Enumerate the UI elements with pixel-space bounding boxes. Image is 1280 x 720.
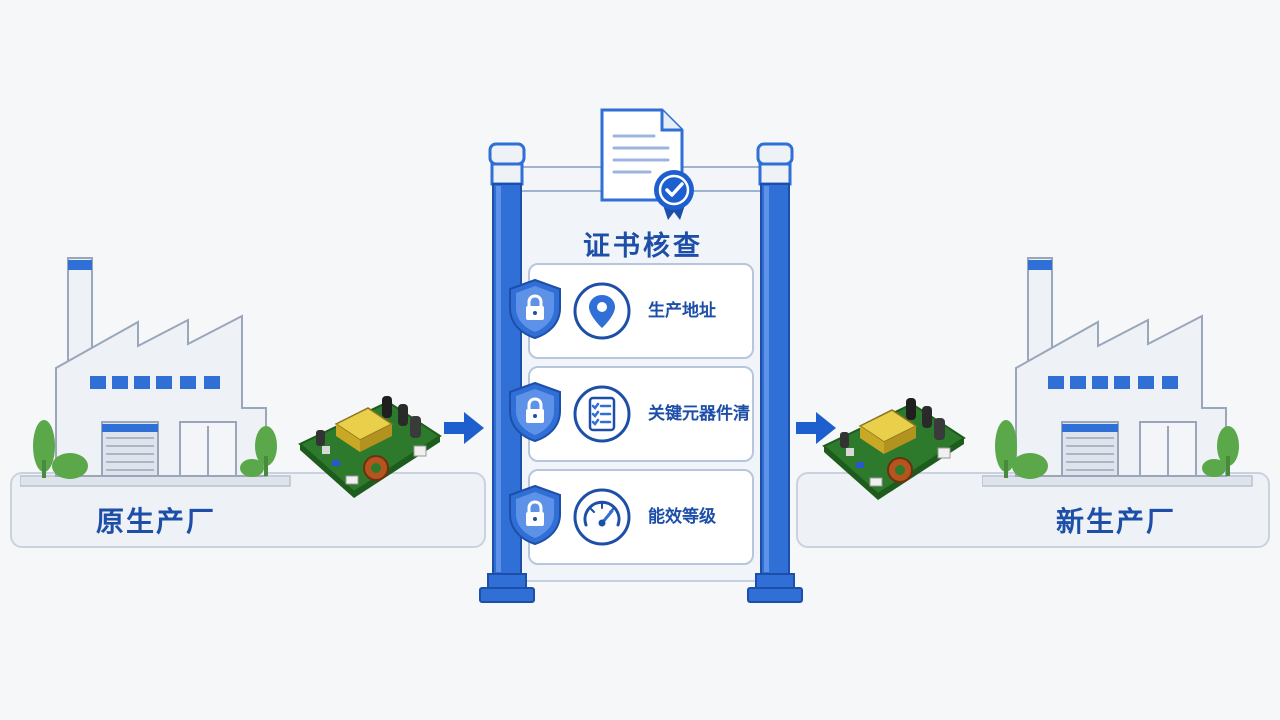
lock-shield-icon — [509, 278, 561, 340]
check-item-label: 生产地址 — [648, 301, 716, 321]
check-item-energy-efficiency: 能效等级 — [528, 469, 754, 565]
check-item-key-components: 关键元器件清单 — [528, 366, 754, 516]
check-item-production-address: 生产地址 — [528, 263, 754, 359]
lock-shield-icon — [509, 381, 561, 443]
gate-pillar-right — [747, 142, 803, 603]
target-factory-label: 新生产厂 — [1056, 505, 1177, 538]
gate-title: 证书核查 — [583, 231, 703, 262]
pcb-module-left — [298, 396, 442, 498]
location-pin-icon — [573, 282, 631, 340]
lock-shield-icon — [509, 484, 561, 546]
gauge-icon — [573, 488, 631, 546]
flow-arrow-left — [444, 412, 484, 444]
checklist-icon — [573, 385, 631, 443]
source-factory-label: 原生产厂 — [96, 505, 217, 538]
flow-arrow-right — [796, 412, 836, 444]
check-item-label: 关键元器件清单 — [648, 404, 750, 516]
target-factory-illustration — [982, 257, 1253, 487]
check-item-label: 能效等级 — [648, 507, 716, 527]
source-factory-illustration — [20, 257, 291, 487]
pcb-module-right — [822, 398, 966, 500]
certificate-document-icon — [600, 108, 694, 220]
